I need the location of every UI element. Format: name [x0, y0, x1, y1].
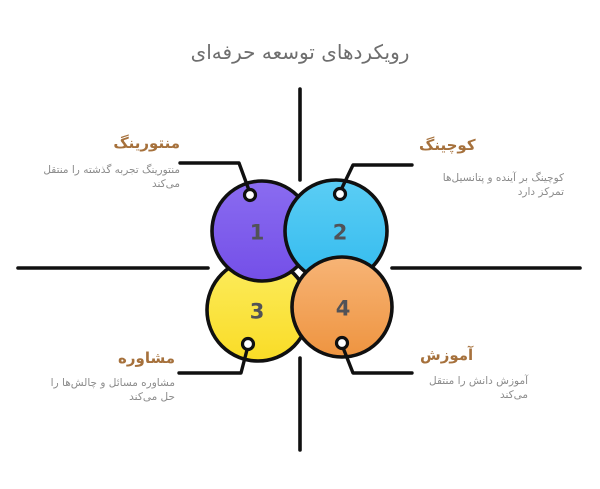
mentoring-anchor-ring — [242, 187, 258, 203]
page-title: رویکردهای توسعه حرفه‌ای — [190, 40, 410, 64]
coaching-anchor-ring — [332, 186, 348, 202]
consulting-connector — [177, 344, 250, 375]
training-connector — [340, 343, 414, 375]
coaching-connector — [338, 163, 414, 194]
consulting-label: مشاوره — [118, 349, 175, 367]
mentoring-connector — [178, 161, 252, 195]
coaching-number: 2 — [332, 220, 348, 245]
coaching-label: کوچینگ — [419, 136, 476, 154]
training-number: 4 — [335, 296, 351, 321]
training-description: آموزش دانش را منتقل می‌کند — [429, 375, 528, 401]
training-anchor-ring — [334, 335, 350, 351]
coaching-description: کوچینگ بر آینده و پتانسیل‌ها تمرکز دارد — [442, 172, 564, 198]
mentoring-number: 1 — [249, 220, 265, 245]
mentoring-label: منتورینگ — [113, 134, 180, 152]
consulting-number: 3 — [249, 299, 265, 324]
mentoring-description: منتورینگ تجربه گذشته را منتقل می‌کند — [43, 164, 180, 190]
training-label: آموزش — [420, 346, 474, 364]
training-circle — [290, 255, 394, 359]
consulting-description: مشاوره مسائل و چالش‌ها را حل می‌کند — [50, 377, 175, 403]
consulting-anchor-ring — [240, 336, 256, 352]
